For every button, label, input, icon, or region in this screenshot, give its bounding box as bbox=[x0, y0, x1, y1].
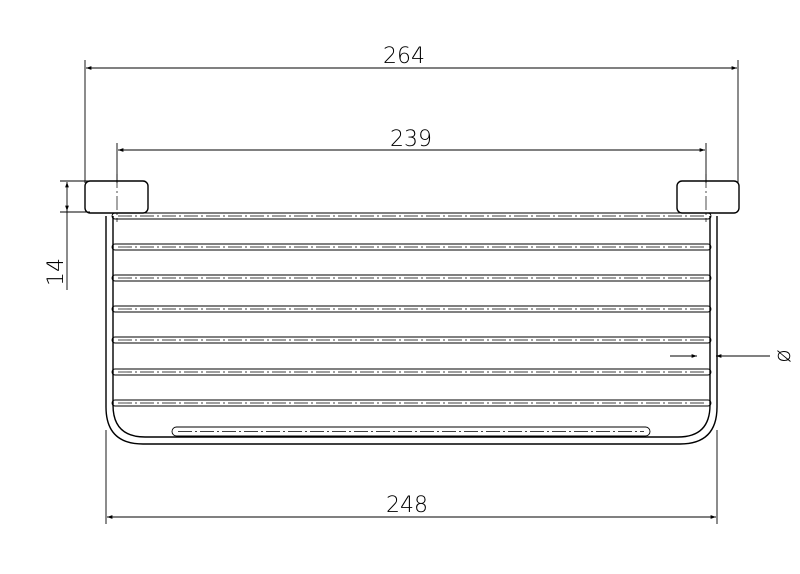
basket-frame bbox=[105, 216, 718, 445]
dimension-label-248: 248 bbox=[386, 493, 428, 518]
basket-wires bbox=[111, 212, 712, 407]
drain-slot bbox=[171, 426, 651, 437]
dimension-label-239: 239 bbox=[390, 127, 432, 152]
dimension-overall-width: 264 bbox=[84, 44, 739, 183]
wire-5 bbox=[111, 336, 712, 344]
wire-1 bbox=[111, 212, 712, 220]
wire-2 bbox=[111, 243, 712, 251]
dimension-wire-diameter: ø bbox=[670, 349, 796, 363]
diameter-symbol: ø bbox=[771, 349, 796, 362]
wire-7 bbox=[111, 399, 712, 407]
dimension-mount-spacing: 239 bbox=[116, 127, 707, 183]
dimension-label-14: 14 bbox=[44, 258, 69, 286]
wire-3 bbox=[111, 274, 712, 282]
dimension-basket-width: 248 bbox=[105, 430, 718, 524]
dimension-label-264: 264 bbox=[383, 44, 425, 69]
wire-4 bbox=[111, 305, 712, 313]
wall-mount-right bbox=[676, 174, 740, 222]
wall-mount-left bbox=[84, 174, 149, 222]
wire-6 bbox=[111, 368, 712, 376]
dimension-mount-height: 14 bbox=[44, 180, 90, 290]
